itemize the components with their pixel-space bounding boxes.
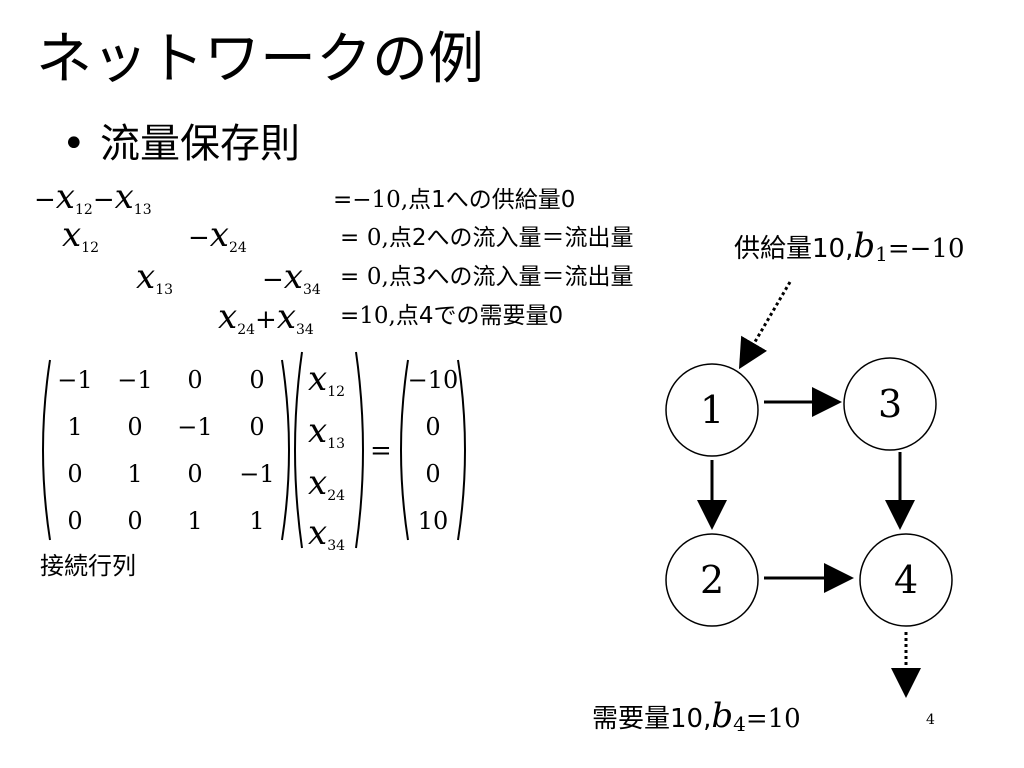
matrix-cell: 0 [67, 460, 83, 488]
vector-rhs-entry: 10 [417, 507, 449, 535]
matrix-equals: = [370, 436, 392, 466]
matrix-caption: 接続行列 [40, 552, 136, 580]
node-3-circle [843, 357, 937, 451]
matrix-cell: −1 [239, 460, 275, 488]
equation-rhs-1: =−10,点1への供給量0 [333, 187, 576, 213]
matrix-cell: 1 [67, 413, 83, 441]
node-4-label: 4 [894, 558, 919, 602]
page-number: 4 [926, 712, 935, 728]
node-3-label: 3 [878, 382, 903, 426]
matrix-cell: 0 [127, 413, 143, 441]
matrix-cell: 0 [187, 366, 203, 394]
node-2-label: 2 [700, 558, 725, 602]
node-2-circle [665, 533, 759, 627]
slide-title: ネットワークの例 [36, 27, 484, 92]
matrix-cell: 0 [127, 507, 143, 535]
matrix-cell: 0 [249, 413, 265, 441]
equation-row-2b: −x24 [188, 215, 247, 256]
bullet-dot: • [62, 121, 86, 167]
equation-row-3b: −x34 [262, 257, 321, 298]
equation-rhs-3: = 0,点3への流入量＝流出量 [340, 264, 634, 290]
node-1-circle [665, 363, 759, 457]
equation-row-1: −x12−x13 [34, 177, 152, 218]
vector-rhs-entry: 0 [425, 460, 441, 488]
demand-label: 需要量10,b4=10 [592, 696, 801, 737]
vector-x-entry: x12 [308, 359, 346, 400]
matrix-cell: 0 [249, 366, 265, 394]
vector-rhs-entry: −10 [407, 366, 459, 394]
matrix-cell: 0 [67, 507, 83, 535]
vector-rhs-entry: 0 [425, 413, 441, 441]
equation-rhs-4: =10,点4での需要量0 [340, 303, 564, 329]
matrix-cell: 1 [187, 507, 203, 535]
matrix-cell: 0 [187, 460, 203, 488]
matrix-cell: −1 [57, 366, 93, 394]
matrix-cell: −1 [117, 366, 153, 394]
equation-row-2: x12 [62, 215, 100, 256]
vector-x-entry: x24 [308, 463, 346, 504]
matrix-cell: 1 [127, 460, 143, 488]
equation-rhs-2: = 0,点2への流入量＝流出量 [340, 225, 634, 251]
matrix-cell: 1 [249, 507, 265, 535]
supply-arrow [738, 281, 792, 370]
equation-row-3: x13 [136, 257, 174, 298]
equation-row-4: x24+x34 [218, 297, 314, 338]
node-4-circle [859, 533, 953, 627]
node-1-label: 1 [700, 388, 725, 432]
bullet-text: 流量保存則 [100, 121, 300, 167]
vector-x-entry: x34 [308, 513, 346, 554]
supply-label: 供給量10,b1=−10 [734, 226, 965, 267]
matrix-cell: −1 [177, 413, 213, 441]
vector-x-entry: x13 [308, 411, 346, 452]
